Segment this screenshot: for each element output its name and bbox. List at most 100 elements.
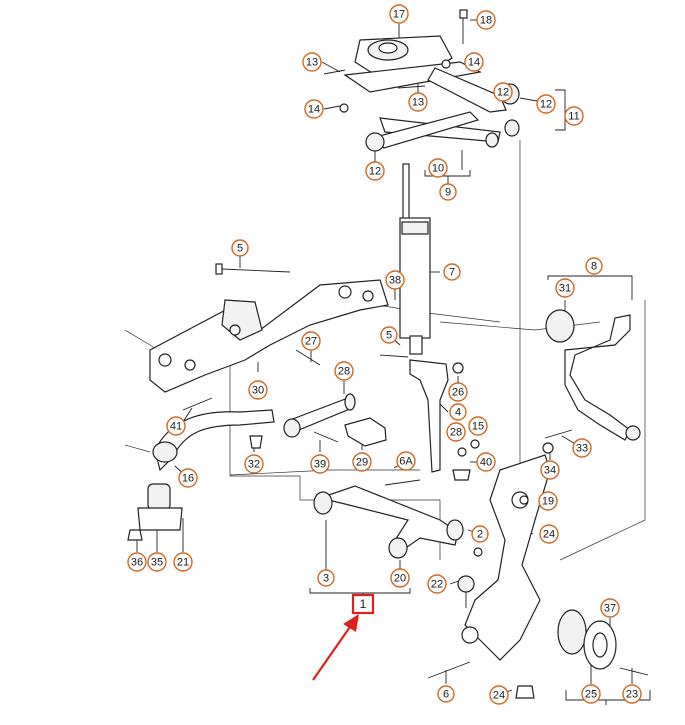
callout-3: 3	[317, 569, 335, 587]
callout-30: 30	[248, 380, 268, 400]
callout-label: 2	[477, 529, 483, 541]
callout-2: 2	[471, 525, 489, 543]
callout-label: 14	[468, 57, 480, 69]
callout-circle	[304, 99, 324, 119]
callout-17: 17	[389, 4, 409, 24]
callout-circle	[443, 263, 461, 281]
callout-circle	[572, 438, 592, 458]
callout-circle	[564, 106, 584, 126]
callout-label: 26	[452, 387, 464, 399]
callout-label: 31	[559, 283, 571, 295]
highlight-box	[351, 593, 375, 615]
callout-circle	[352, 452, 372, 472]
callout-label: 17	[393, 9, 405, 21]
callout-12: 12	[493, 82, 513, 102]
callout-24: 24	[489, 685, 509, 705]
callout-28: 28	[446, 422, 466, 442]
callout-label: 40	[480, 457, 492, 469]
callout-20: 20	[390, 568, 410, 588]
callout-35: 35	[147, 552, 167, 572]
callout-14: 14	[464, 52, 484, 72]
callout-14: 14	[304, 99, 324, 119]
callout-27: 27	[301, 331, 321, 351]
callout-circle	[464, 52, 484, 72]
callout-11: 11	[564, 106, 584, 126]
callout-circle	[389, 4, 409, 24]
callout-40: 40	[476, 452, 496, 472]
callout-22: 22	[427, 574, 447, 594]
callout-24: 24	[539, 524, 559, 544]
callout-circle	[622, 684, 642, 704]
callout-label: 32	[248, 459, 260, 471]
callout-16: 16	[178, 468, 198, 488]
parts	[127, 9, 649, 699]
highlight-marker: 1	[312, 593, 375, 681]
callout-label: 35	[151, 557, 163, 569]
callout-circle	[173, 552, 193, 572]
callout-label: 22	[431, 579, 443, 591]
callout-label: 14	[308, 104, 320, 116]
callout-15: 15	[468, 416, 488, 436]
callout-4: 4	[449, 403, 467, 421]
callout-label: 28	[450, 427, 462, 439]
callout-36: 36	[127, 552, 147, 572]
callout-circle	[302, 52, 322, 72]
callout-circle	[147, 552, 167, 572]
callout-label: 3	[323, 573, 329, 585]
callout-circle	[428, 158, 448, 178]
callout-circle	[476, 10, 496, 30]
callout-circle	[555, 278, 575, 298]
callout-label: 5	[386, 330, 392, 342]
callout-circle	[540, 460, 560, 480]
callout-8: 8	[585, 257, 603, 275]
callout-circle	[231, 239, 249, 257]
callout-label: 8	[591, 261, 597, 273]
callout-label: 15	[472, 421, 484, 433]
callout-26: 26	[448, 382, 468, 402]
callout-21: 21	[173, 552, 193, 572]
callout-10: 10	[428, 158, 448, 178]
callout-circle	[365, 161, 385, 181]
callout-label: 4	[455, 407, 461, 419]
callout-13: 13	[408, 92, 428, 112]
callout-circle	[471, 525, 489, 543]
callout-circle	[538, 491, 558, 511]
callout-circle	[166, 416, 186, 436]
callout-31: 31	[555, 278, 575, 298]
callout-12: 12	[536, 94, 556, 114]
callout-circle	[581, 684, 601, 704]
callout-9: 9	[439, 183, 457, 201]
callout-circle	[301, 331, 321, 351]
callout-circle	[334, 361, 354, 381]
callout-label: 10	[432, 163, 444, 175]
callout-label: 29	[356, 457, 368, 469]
callout-label: 23	[626, 689, 638, 701]
callout-label: 38	[389, 275, 401, 287]
callout-label: 13	[412, 97, 424, 109]
highlight-label: 1	[360, 597, 367, 611]
callout-label: 25	[585, 689, 597, 701]
callout-circle	[448, 382, 468, 402]
callout-34: 34	[540, 460, 560, 480]
pointer-arrow	[312, 623, 353, 681]
callout-label: 6A	[399, 456, 413, 468]
callout-label: 21	[177, 557, 189, 569]
callout-25: 25	[581, 684, 601, 704]
callout-38: 38	[385, 270, 405, 290]
callout-circle	[427, 574, 447, 594]
callout-label: 20	[394, 573, 406, 585]
callout-label: 18	[480, 15, 492, 27]
callout-circle	[396, 451, 416, 471]
callout-circle	[178, 468, 198, 488]
callout-32: 32	[244, 454, 264, 474]
callout-label: 19	[542, 496, 554, 508]
callout-label: 27	[305, 336, 317, 348]
callout-5: 5	[231, 239, 249, 257]
callout-label: 12	[540, 99, 552, 111]
callout-circle	[493, 82, 513, 102]
callout-label: 33	[576, 443, 588, 455]
callout-label: 24	[543, 529, 555, 541]
callout-circle	[385, 270, 405, 290]
